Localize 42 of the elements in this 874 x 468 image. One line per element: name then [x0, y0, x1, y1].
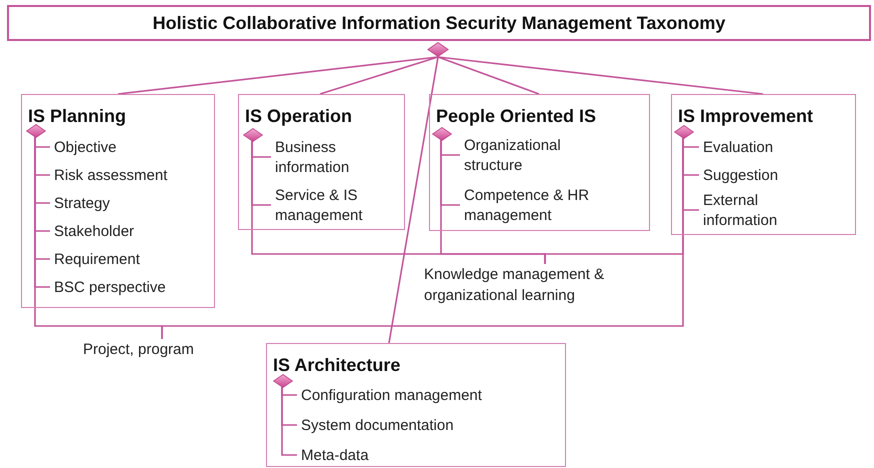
bare-label: Knowledge management & organizational learning	[424, 264, 624, 306]
connector-line	[118, 56, 438, 95]
item-text: Objective	[54, 138, 117, 158]
category-heading: IS Improvement	[678, 105, 814, 128]
category-box	[21, 94, 215, 308]
connector-line	[281, 387, 297, 456]
connector-line	[438, 56, 764, 95]
item-text: External information	[703, 191, 803, 231]
item-text: Evaluation	[703, 138, 774, 158]
item-text: Service & IS management	[275, 186, 380, 226]
diamond-connector	[26, 124, 46, 138]
item-text: BSC perspective	[54, 278, 166, 298]
item-text: Stakeholder	[54, 222, 134, 242]
item-text: Strategy	[54, 194, 110, 214]
category-heading: IS Operation	[245, 105, 352, 128]
item-text: Business information	[275, 138, 380, 178]
category-box	[429, 94, 650, 231]
connector-line	[438, 56, 540, 95]
connector-line	[388, 56, 439, 344]
item-text: Organizational structure	[464, 136, 604, 176]
diamond-connector	[273, 374, 293, 388]
item-text: Suggestion	[703, 166, 778, 186]
item-text: Meta-data	[301, 446, 369, 466]
category-heading: IS Architecture	[273, 354, 400, 377]
category-heading: IS Planning	[28, 105, 126, 128]
category-heading: People Oriented IS	[436, 105, 596, 128]
connector-line	[320, 56, 438, 95]
item-text: Competence & HR management	[464, 186, 604, 226]
category-box	[266, 343, 566, 467]
item-text: Configuration management	[301, 386, 482, 406]
item-text: Risk assessment	[54, 166, 168, 186]
diamond-connector	[674, 125, 694, 139]
item-text: Requirement	[54, 250, 140, 270]
diamond-connector	[427, 42, 449, 57]
diamond-connector	[432, 127, 452, 141]
title-box	[7, 5, 871, 41]
diamond-connector	[243, 128, 263, 142]
bare-label: Project, program	[83, 339, 213, 360]
category-box	[238, 94, 405, 230]
taxonomy-heading: Holistic Collaborative Information Security Management Taxonomy	[152, 12, 726, 35]
item-text: System documentation	[301, 416, 454, 436]
category-box	[671, 94, 856, 235]
